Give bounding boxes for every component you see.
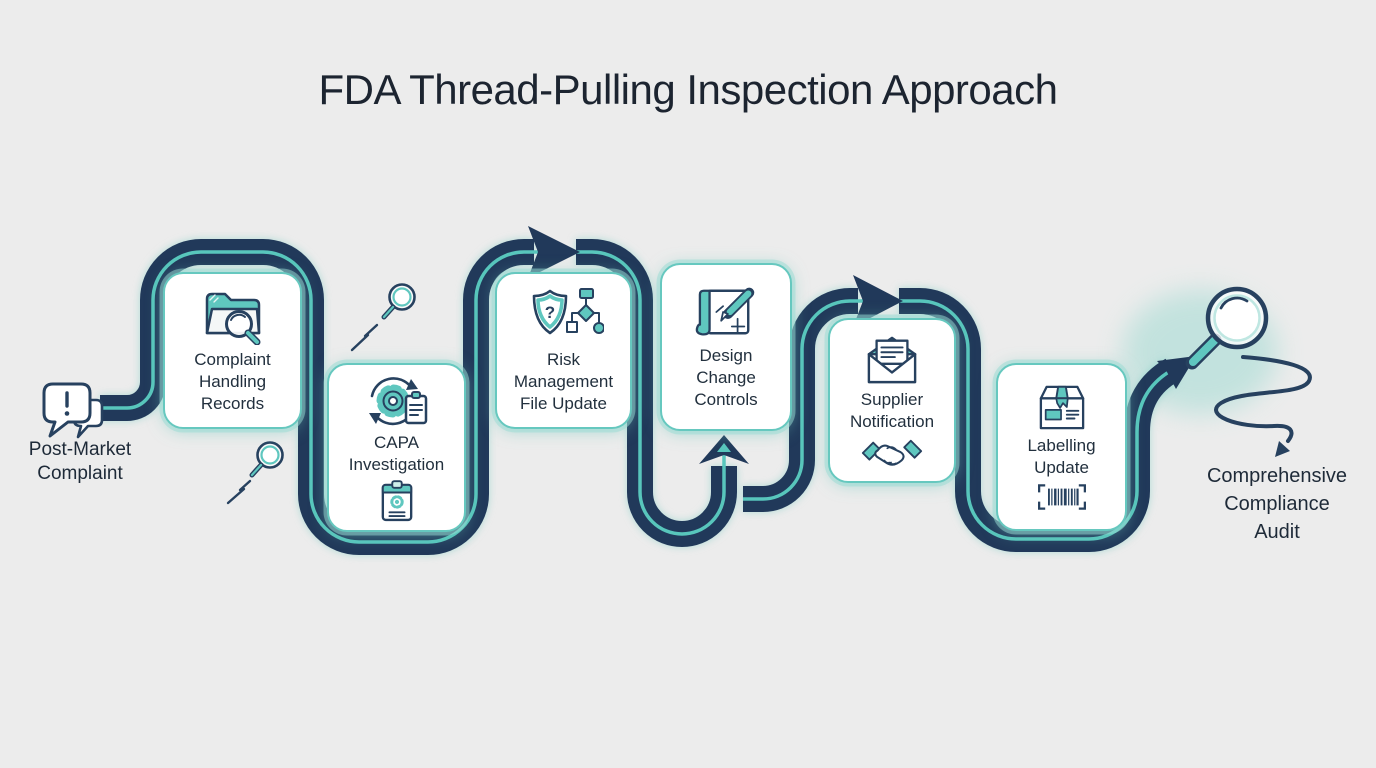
thread-arrow-right-2 — [853, 275, 903, 327]
thread-tail — [1214, 355, 1312, 443]
start-node-label: Post-Market Complaint — [28, 439, 132, 484]
flying-magnifier-icon — [226, 441, 284, 505]
barcode-icon — [1037, 484, 1086, 510]
gear-cycle-clipboard-icon — [368, 376, 427, 425]
thread-stripe — [100, 250, 1173, 544]
shield-question-flowchart-icon: ? — [532, 287, 604, 334]
thread-arrow-right-1 — [528, 226, 580, 278]
flying-magnifier-icon — [350, 283, 416, 352]
alert-chat-bubbles-icon — [42, 382, 104, 439]
package-box-icon — [1039, 385, 1084, 430]
clipboard-gear-icon — [381, 479, 412, 521]
end-node-label: Comprehensive Compliance Audit — [1206, 465, 1348, 543]
page-title: FDA Thread-Pulling Inspection Approach — [318, 66, 1058, 113]
open-envelope-icon — [867, 336, 917, 383]
handshake-icon — [861, 439, 923, 466]
shield-question-glyph: ? — [544, 303, 554, 322]
thread-tail-arrow — [1275, 441, 1290, 457]
folder-search-icon — [205, 292, 260, 345]
magnifier-thread-icon — [1185, 286, 1312, 457]
stripe-mini-arrow — [717, 443, 731, 452]
blueprint-pencil-icon — [695, 287, 755, 336]
